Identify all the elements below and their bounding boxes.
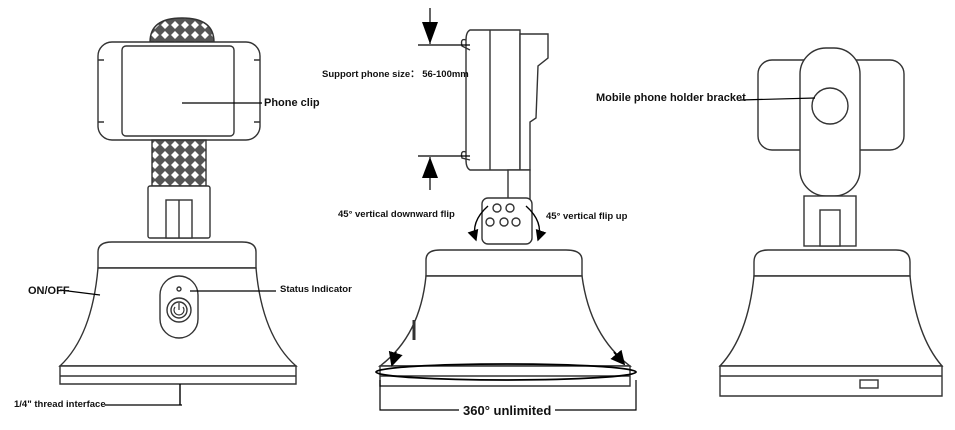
side-view: [377, 29, 633, 387]
neck-mesh: [151, 139, 207, 187]
top-knob: [149, 17, 215, 43]
back-leader: [739, 97, 816, 101]
dimension-markers: [418, 8, 470, 190]
status-indicator-label: Status Indicator: [280, 284, 352, 295]
front-leaders: [59, 102, 276, 406]
down-arrow-icon: [422, 22, 438, 44]
rotation-label: 360° unlimited: [459, 404, 556, 417]
holder-bracket-label: Mobile phone holder bracket: [596, 92, 746, 104]
flip-up-label: 45° vertical flip up: [546, 211, 628, 222]
phone-clip-label: Phone clip: [264, 97, 320, 109]
power-icon: [173, 303, 185, 316]
front-view: [58, 17, 298, 405]
support-size-label: Support phone size： 56-100mm: [322, 69, 469, 80]
status-led: [176, 286, 182, 292]
flip-down-label: 45° vertical downward flip: [338, 209, 455, 220]
on-off-label: ON/OFF: [28, 285, 70, 297]
back-view: [718, 47, 944, 397]
rotate-arrow-icon: [467, 205, 547, 242]
thread-interface-label: 1/4" thread interface: [14, 399, 106, 410]
up-arrow-icon: [422, 157, 438, 178]
